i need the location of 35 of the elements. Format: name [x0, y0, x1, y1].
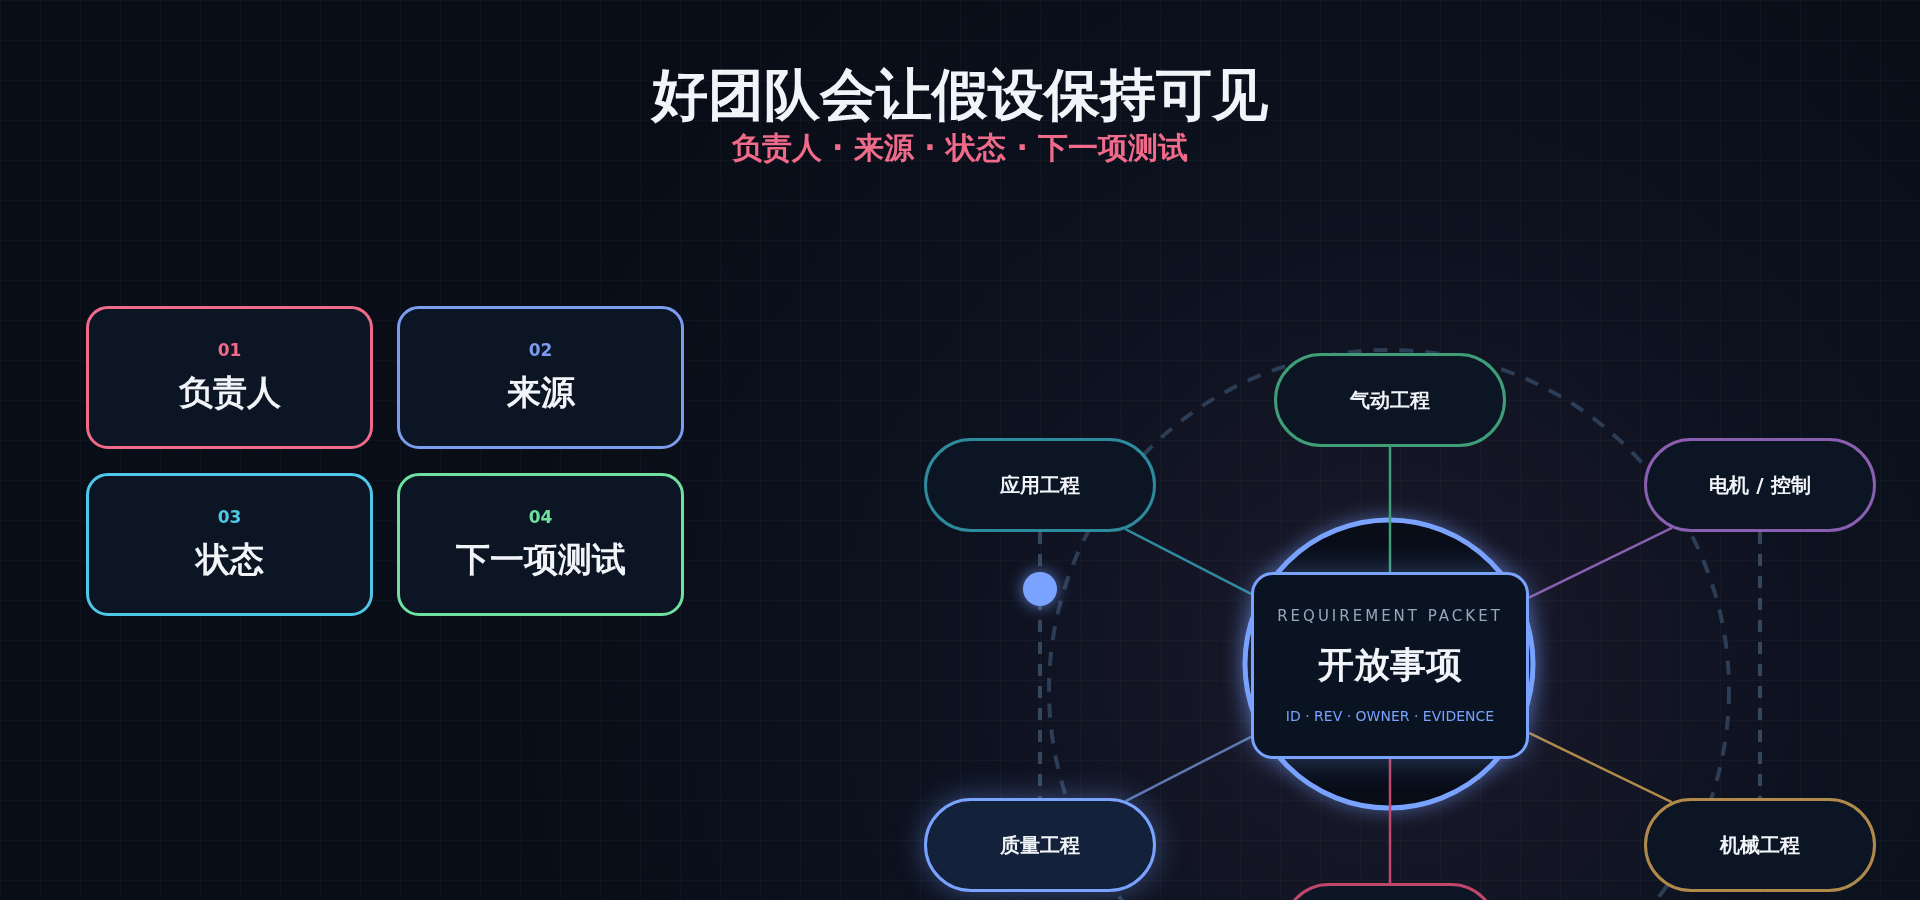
team-pill: [1644, 438, 1876, 532]
card-number: 02: [528, 339, 553, 360]
connector-line: [1124, 527, 1252, 595]
card-title: 状态: [195, 537, 264, 581]
card-number: 04: [528, 506, 553, 527]
card-title: 负责人: [178, 370, 281, 414]
packet-card: [1251, 572, 1529, 759]
team-pill: [924, 798, 1156, 892]
connector-line: [1038, 532, 1042, 798]
connector-line: [1528, 526, 1673, 599]
connector-line: [1758, 532, 1762, 798]
attribute-card: [397, 473, 684, 616]
subtitle: 负责人 · 来源 · 状态 · 下一项测试: [731, 129, 1189, 167]
attribute-card: [397, 306, 684, 449]
team-pill: [924, 438, 1156, 532]
connector-line: [1388, 447, 1392, 572]
connector-line: [1125, 735, 1252, 803]
card-title: 下一项测试: [455, 537, 626, 581]
packet-label: REQUIREMENT PACKET: [1277, 607, 1503, 625]
connector-line: [1388, 759, 1392, 883]
card-number: 01: [217, 339, 242, 360]
card-title: 来源: [506, 370, 575, 414]
card-number: 03: [217, 506, 242, 527]
team-label: 应用工程: [1000, 471, 1080, 499]
team-pill: [1644, 798, 1876, 892]
packet-title: 开放事项: [1318, 643, 1462, 687]
team-label: 电机 / 控制: [1709, 471, 1811, 499]
attribute-card: [86, 473, 373, 616]
team-label: 气动工程: [1350, 386, 1430, 414]
attribute-card: [86, 306, 373, 449]
team-label: 质量工程: [1000, 831, 1080, 859]
connector-line: [1528, 731, 1673, 804]
team-label: 机械工程: [1720, 831, 1800, 859]
title: 好团队会让假设保持可见: [652, 61, 1268, 129]
packet-fields: ID · REV · OWNER · EVIDENCE: [1285, 708, 1495, 724]
